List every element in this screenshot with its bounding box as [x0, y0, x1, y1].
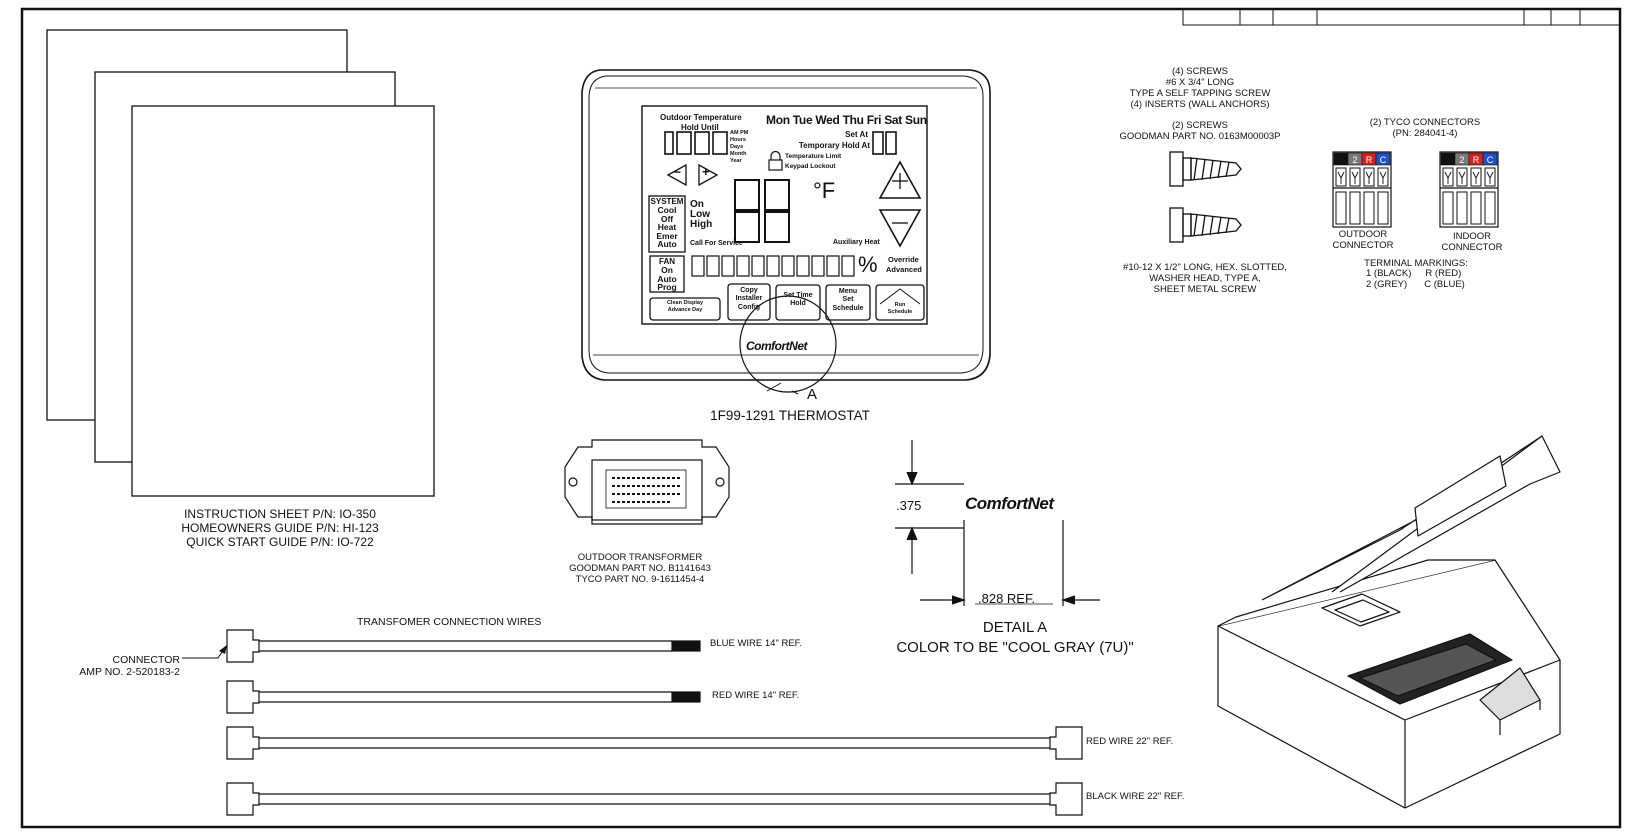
connectors-title: (2) TYCO CONNECTORS (PN: 284041-4) — [1369, 117, 1481, 139]
transformer-drawing — [564, 439, 730, 525]
documents-label: INSTRUCTION SHEET P/N: IO-350 HOMEOWNERS… — [160, 507, 400, 549]
plus-triangle-icon — [698, 163, 719, 187]
button-copy-installer-config[interactable]: Copy Installer Config — [735, 287, 763, 311]
documents-stack — [46, 29, 435, 497]
connector-pin-label: C — [1380, 155, 1387, 165]
terminal-markings-list: 1 (BLACK)R (RED) 2 (GREY)C (BLUE) — [1366, 268, 1465, 290]
packaging-box-drawing — [1217, 435, 1561, 809]
lock-icon — [768, 150, 783, 171]
connector-pin-cell — [1375, 152, 1391, 166]
keypad-lockout-label: Keypad Lockout — [785, 163, 836, 170]
wire-label: RED WIRE 14" REF. — [712, 690, 800, 701]
system-box — [648, 195, 686, 253]
title-block — [1182, 8, 1621, 26]
wire — [226, 782, 1083, 816]
hold-until-label: Hold Until — [681, 123, 719, 132]
system-modes: Cool Off Heat Emer Auto — [656, 205, 678, 249]
connector-label: CONNECTOR AMP NO. 2-520183-2 — [79, 654, 180, 679]
wire-label: BLACK WIRE 22" REF. — [1086, 791, 1185, 802]
thermostat-title: 1F99-1291 THERMOSTAT — [710, 408, 870, 423]
wires-title: TRANSFOMER CONNECTION WIRES — [357, 616, 542, 628]
wire-label: BLUE WIRE 14" REF. — [710, 638, 803, 649]
set-at-label: Set At — [845, 130, 868, 139]
wire-label: RED WIRE 22" REF. — [1086, 736, 1174, 747]
transformer-label: OUTDOOR TRANSFORMER GOODMAN PART NO. B11… — [569, 552, 711, 585]
fan-speed-list: On Low High — [690, 199, 713, 230]
detail-a-title: DETAIL A — [982, 619, 1048, 636]
wire — [226, 726, 1083, 760]
connector-pin-label: R — [1366, 155, 1373, 165]
connector-pin-label: 2 — [1459, 155, 1464, 165]
detail-a-callout: A — [807, 386, 818, 403]
connector-pin-cell — [1482, 152, 1498, 166]
screw-drawings — [1169, 151, 1242, 243]
detail-logo: ComfortNet — [965, 494, 1054, 513]
drawing-border — [20, 7, 1622, 829]
detail-a-circle — [739, 295, 837, 393]
wire — [226, 629, 701, 663]
connector-pin-label: R — [1473, 155, 1480, 165]
screws-block-1: (4) SCREWS #6 X 3/4" LONG TYPE A SELF TA… — [1129, 66, 1271, 110]
button-menu-set-schedule[interactable]: Menu Set Schedule — [832, 288, 864, 312]
color-note: COLOR TO BE "COOL GRAY (7U)" — [896, 639, 1134, 656]
degree-f-label: °F — [813, 178, 836, 203]
wire — [226, 680, 701, 714]
minus-triangle-icon — [666, 163, 687, 187]
button-clean-display[interactable]: Clean Display Advance Day — [666, 300, 704, 314]
outdoor-connector-label: OUTDOOR CONNECTOR — [1332, 229, 1394, 251]
button-run-schedule[interactable]: Run Schedule — [887, 302, 913, 315]
detail-a-dimensions — [895, 440, 1100, 606]
override-label: Override — [888, 255, 919, 264]
minus-sign: − — [674, 165, 682, 179]
advanced-label: Advanced — [886, 265, 922, 274]
btn-set-time-hold — [775, 284, 821, 321]
documents-line: INSTRUCTION SHEET P/N: IO-350 — [184, 507, 376, 521]
temperature-limit-label: Temperature Limit — [785, 153, 842, 160]
fan-title: FAN — [659, 257, 675, 266]
terminal-markings-title: TERMINAL MARKINGS: — [1364, 258, 1468, 269]
bottom-digit-row — [691, 255, 855, 277]
btn-copy-installer — [727, 283, 771, 321]
time-units-label: AM PM Hours Days Month Year — [730, 130, 749, 164]
plus-sign: + — [702, 164, 710, 179]
connector-pin-label: 2 — [1352, 155, 1357, 165]
fan-box — [649, 255, 685, 293]
connector-leader-arrow — [182, 645, 227, 659]
documents-line: HOMEOWNERS GUIDE P/N: HI-123 — [181, 520, 379, 535]
height-dimension: .375 — [896, 498, 922, 513]
time-digits — [664, 131, 897, 155]
outdoor-temperature-label: Outdoor Temperature — [660, 113, 742, 122]
system-title: SYSTEM — [650, 197, 684, 206]
large-temperature-digits — [734, 179, 790, 243]
btn-run-schedule — [875, 284, 925, 321]
width-dimension: .828 REF. — [978, 591, 1036, 606]
btn-menu-set-schedule — [825, 284, 871, 321]
thermostat-drawing — [581, 69, 991, 395]
screws-block-2: (2) SCREWS GOODMAN PART NO. 0163M00003P — [1119, 120, 1281, 142]
connector-pin-label: 1 — [1445, 155, 1450, 165]
btn-clean-display — [649, 297, 721, 321]
indoor-connector-label: INDOOR CONNECTOR — [1441, 231, 1503, 253]
percent-sign: % — [858, 252, 878, 277]
fan-modes: On Auto Prog — [657, 265, 677, 292]
connector-pin-label: 1 — [1338, 155, 1343, 165]
down-arrow-icon — [878, 209, 922, 248]
thermostat-logo: ComfortNet — [746, 339, 808, 353]
documents-line: QUICK START GUIDE P/N: IO-722 — [186, 534, 374, 549]
auxiliary-heat-label: Auxiliary Heat — [833, 239, 880, 246]
button-set-time-hold[interactable]: Set Time Hold — [783, 292, 813, 308]
days-of-week: Mon Tue Wed Thu Fri Sat Sun — [766, 113, 927, 127]
wires-drawing — [226, 629, 1083, 816]
connector-pin-label: C — [1487, 155, 1494, 165]
call-for-service-label: Call For Service — [690, 240, 743, 247]
screw-spec: #10-12 X 1/2" LONG, HEX. SLOTTED, WASHER… — [1123, 262, 1287, 295]
up-arrow-icon — [878, 160, 922, 199]
temporary-hold-label: Temporary Hold At — [798, 141, 870, 150]
